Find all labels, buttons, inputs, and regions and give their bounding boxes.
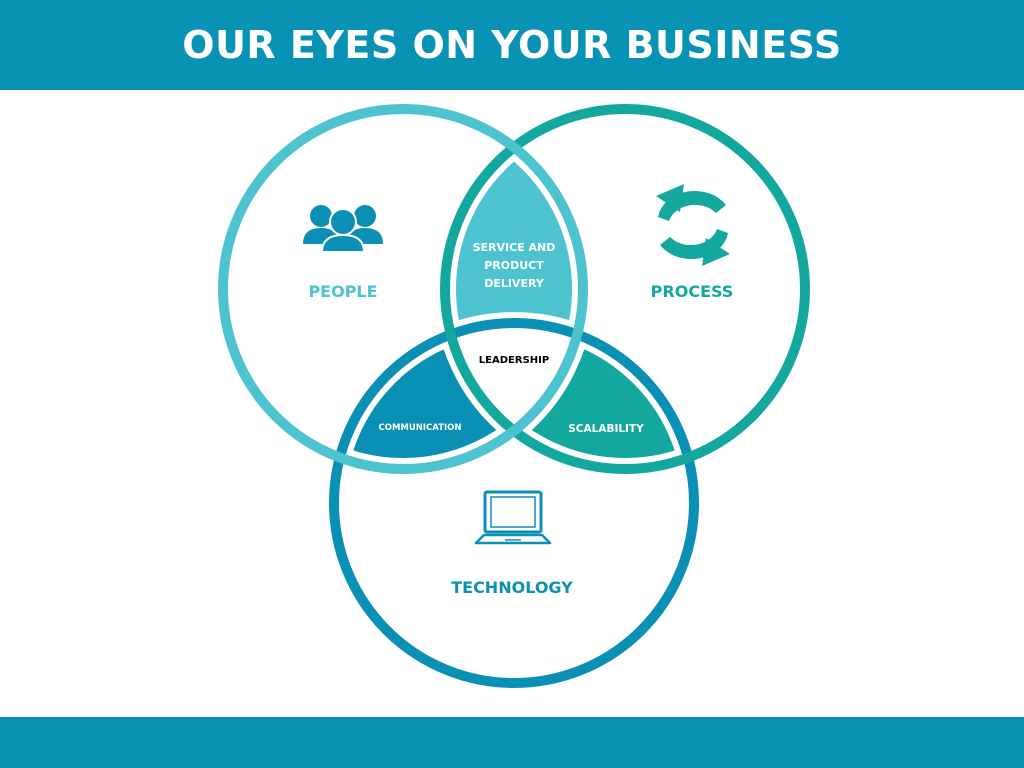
technology-label: TECHNOLOGY (451, 578, 573, 597)
process-circle (440, 104, 810, 474)
process-label: PROCESS (651, 282, 734, 301)
header-banner: OUR EYES ON YOUR BUSINESS (0, 0, 1024, 90)
scalability-label: SCALABILITY (568, 423, 644, 435)
refresh-arrows-icon (656, 184, 730, 266)
people-group-icon (303, 205, 383, 253)
people-label: PEOPLE (308, 282, 377, 301)
leadership-label: LEADERSHIP (479, 355, 549, 366)
people-circle (218, 104, 588, 474)
laptop-icon (474, 490, 552, 545)
technology-circle (329, 318, 699, 688)
service-product-delivery-label-line2: PRODUCT (484, 259, 544, 272)
page-title: OUR EYES ON YOUR BUSINESS (182, 23, 842, 67)
service-product-delivery-label-line3: DELIVERY (484, 277, 545, 290)
service-product-delivery-label-line1: SERVICE AND (473, 241, 556, 254)
communication-label: COMMUNICATION (378, 423, 461, 433)
footer-banner (0, 717, 1024, 768)
